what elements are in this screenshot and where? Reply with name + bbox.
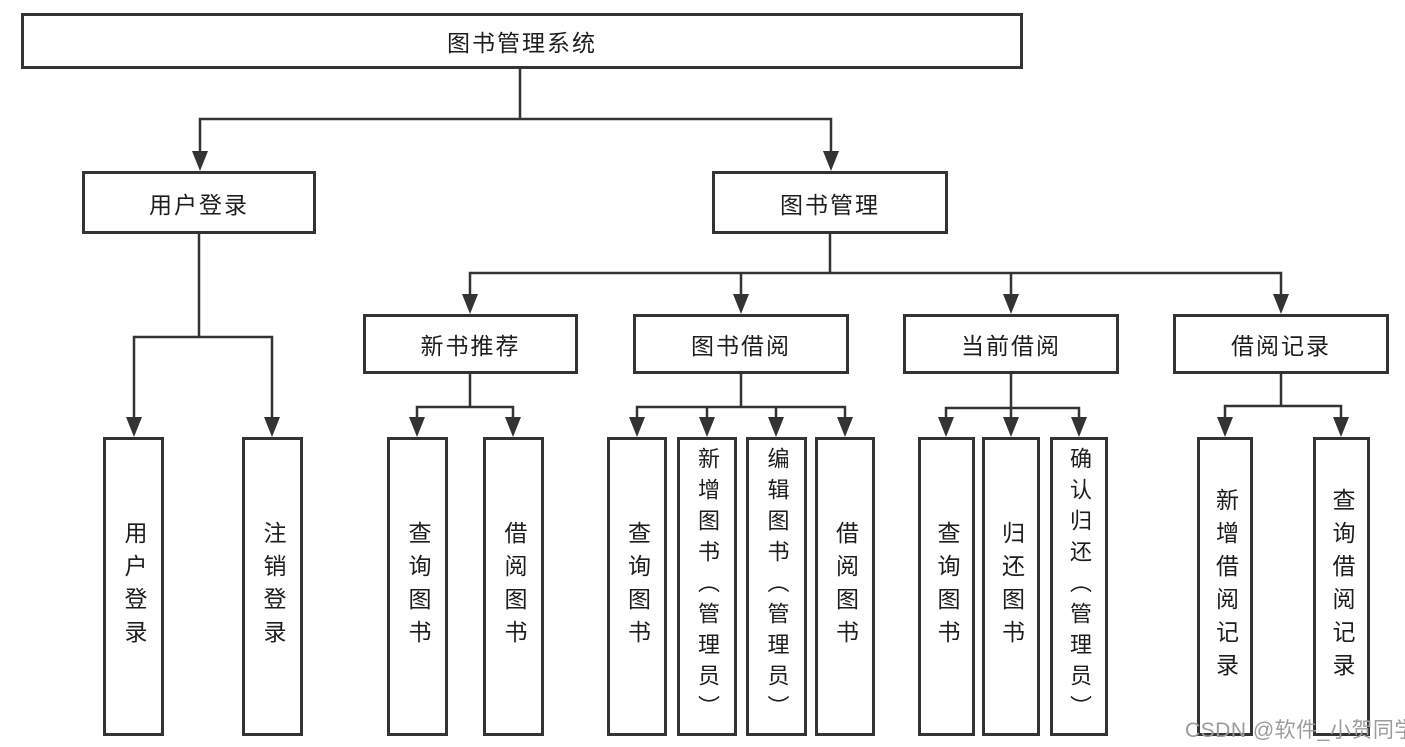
leaf-query-books-borrow-label: 查询图书 [624, 520, 651, 653]
node-current-borrow: 当前借阅 [903, 314, 1119, 374]
node-book-management: 图书管理 [712, 171, 948, 234]
leaf-query-books-recommend-label: 查询图书 [405, 520, 431, 653]
leaf-borrow-books: 借阅图书 [815, 437, 875, 736]
arrowhead [1333, 417, 1349, 437]
arrowhead [837, 417, 853, 437]
connector-root-fan [198, 117, 833, 153]
arrowhead [1003, 417, 1019, 437]
connector-paths [132, 69, 1343, 419]
watermark: CSDN @软件_小贺同学 [1185, 719, 1405, 742]
leaf-logout: 注销登录 [242, 437, 303, 736]
arrowheads [126, 151, 1349, 437]
leaf-add-borrow-record: 新增借阅记录 [1197, 437, 1253, 736]
arrowhead [733, 294, 749, 314]
node-current-borrow-label: 当前借阅 [961, 333, 1061, 359]
arrowhead [1217, 417, 1233, 437]
arrowhead [1071, 417, 1087, 437]
connector-borrow-fan [635, 405, 847, 419]
connector-bookmgmt-fan [468, 271, 1283, 296]
leaf-logout-label: 注销登录 [260, 520, 286, 653]
leaf-query-books-recommend: 查询图书 [387, 437, 448, 736]
node-root-label: 图书管理系统 [447, 30, 597, 56]
arrowhead [1003, 294, 1019, 314]
node-user-login-label: 用户登录 [149, 191, 249, 218]
node-book-borrow-label: 图书借阅 [691, 333, 791, 359]
leaf-query-books-borrow: 查询图书 [607, 437, 667, 736]
arrowhead [192, 151, 208, 171]
arrowhead [938, 417, 954, 437]
leaf-add-borrow-record-label: 新增借阅记录 [1212, 487, 1239, 686]
node-book-management-label: 图书管理 [780, 191, 880, 218]
leaf-confirm-return-admin: 确认归还（管理员） [1050, 437, 1108, 736]
node-user-login: 用户登录 [82, 171, 316, 234]
arrowhead [505, 417, 521, 437]
arrowhead [768, 417, 784, 437]
leaf-add-book-admin-label: 新增图书（管理员） [695, 447, 720, 726]
arrowhead [629, 417, 645, 437]
node-borrow-records-label: 借阅记录 [1231, 333, 1331, 359]
node-new-book-recommend-label: 新书推荐 [420, 333, 521, 359]
leaf-return-book: 归还图书 [982, 437, 1040, 736]
leaf-borrow-books-recommend: 借阅图书 [483, 437, 544, 736]
node-new-book-recommend: 新书推荐 [363, 314, 578, 374]
leaf-query-borrow-record: 查询借阅记录 [1313, 437, 1370, 736]
arrowhead [1273, 294, 1289, 314]
arrowhead [409, 417, 425, 437]
leaf-confirm-return-admin-label: 确认归还（管理员） [1067, 447, 1092, 726]
leaf-user-login-label: 用户登录 [121, 520, 147, 653]
leaf-query-borrow-record-label: 查询借阅记录 [1329, 487, 1355, 686]
connector-userlogin-fan [132, 335, 274, 419]
leaf-query-books-current: 查询图书 [918, 437, 975, 736]
connector-recommend-fan [415, 405, 515, 419]
arrowhead [462, 294, 478, 314]
leaf-add-book-admin: 新增图书（管理员） [677, 437, 737, 736]
arrowhead [699, 417, 715, 437]
node-root: 图书管理系统 [21, 13, 1023, 69]
node-borrow-records: 借阅记录 [1173, 314, 1389, 374]
leaf-user-login: 用户登录 [103, 437, 164, 736]
leaf-borrow-books-recommend-label: 借阅图书 [501, 520, 527, 653]
leaf-edit-book-admin-label: 编辑图书（管理员） [764, 447, 790, 726]
leaf-return-book-label: 归还图书 [998, 520, 1025, 653]
arrowhead [264, 417, 280, 437]
leaf-query-books-current-label: 查询图书 [934, 520, 960, 653]
leaf-borrow-books-label: 借阅图书 [832, 520, 859, 653]
connector-records-fan [1223, 404, 1343, 419]
leaf-edit-book-admin: 编辑图书（管理员） [746, 437, 807, 736]
connector-current-fan [944, 406, 1081, 419]
arrowhead [126, 417, 142, 437]
node-book-borrow: 图书借阅 [633, 314, 849, 374]
arrowhead [823, 151, 839, 171]
